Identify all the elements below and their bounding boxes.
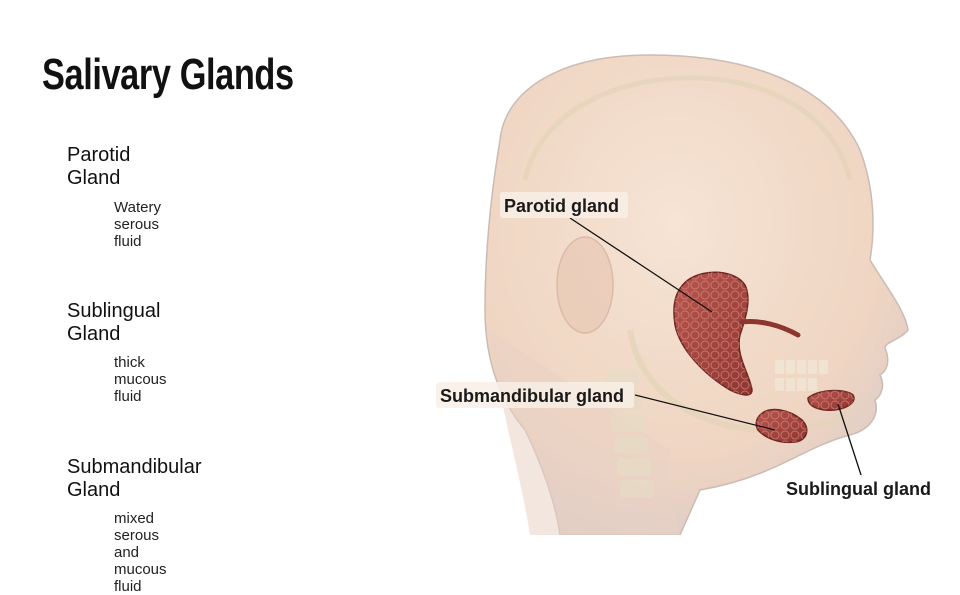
parotid-gland (673, 271, 801, 396)
gland-name-submandibular: Submandibular Gland (67, 456, 202, 501)
gland-desc-sublingual: thick mucous fluid (114, 354, 167, 405)
submandibular-gland (755, 408, 808, 444)
parotid-leader-line (569, 217, 713, 313)
submandibular-leader-line (634, 394, 776, 431)
parotid-label: Parotid gland (504, 196, 619, 216)
submandibular-label: Submandibular gland (440, 386, 624, 406)
ear (556, 236, 614, 334)
gland-desc-parotid: Watery serous fluid (114, 199, 161, 250)
head-anatomy-illustration: Parotid gland Submandibular gland Sublin… (436, 54, 940, 535)
gland-desc-submandibular: mixed serous and mucous fluid (114, 510, 167, 595)
teeth (775, 360, 828, 391)
gland-name-parotid: Parotid Gland (67, 144, 131, 189)
skull-outline (522, 75, 853, 181)
sublingual-gland (807, 389, 855, 411)
parotid-duct (739, 319, 801, 338)
sublingual-label: Sublingual gland (786, 479, 931, 499)
gland-name-sublingual: Sublingual Gland (67, 300, 161, 345)
slide-title: Salivary Glands (42, 50, 294, 99)
sublingual-leader-line (837, 403, 863, 479)
jaw-bone (627, 329, 852, 434)
